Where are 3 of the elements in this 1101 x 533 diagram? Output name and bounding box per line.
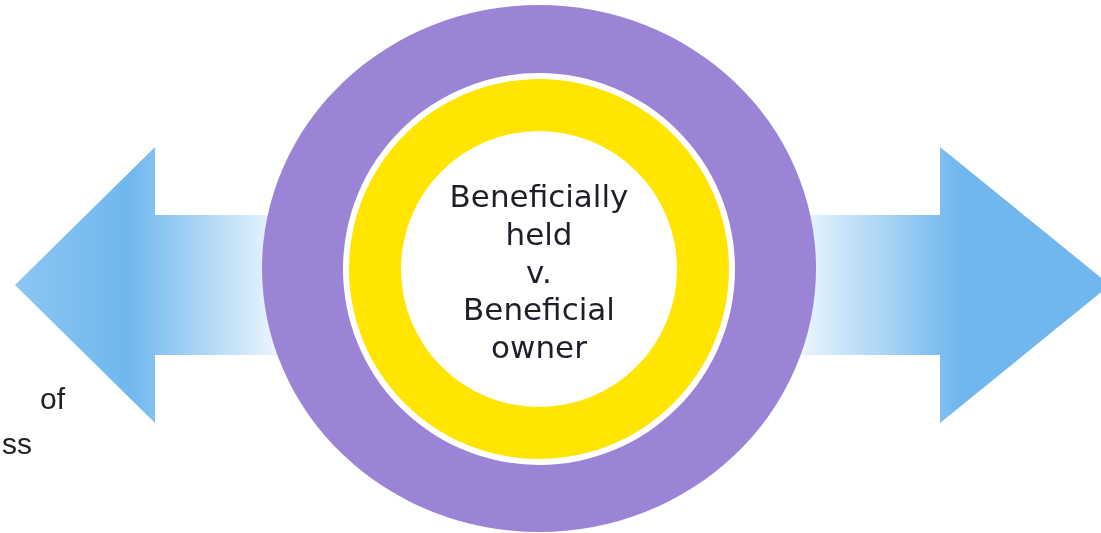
circle-text: Beneficially held v. Beneficial owner	[448, 177, 630, 368]
text-fragment: of	[40, 382, 66, 416]
text-fragment: ss	[2, 427, 32, 461]
